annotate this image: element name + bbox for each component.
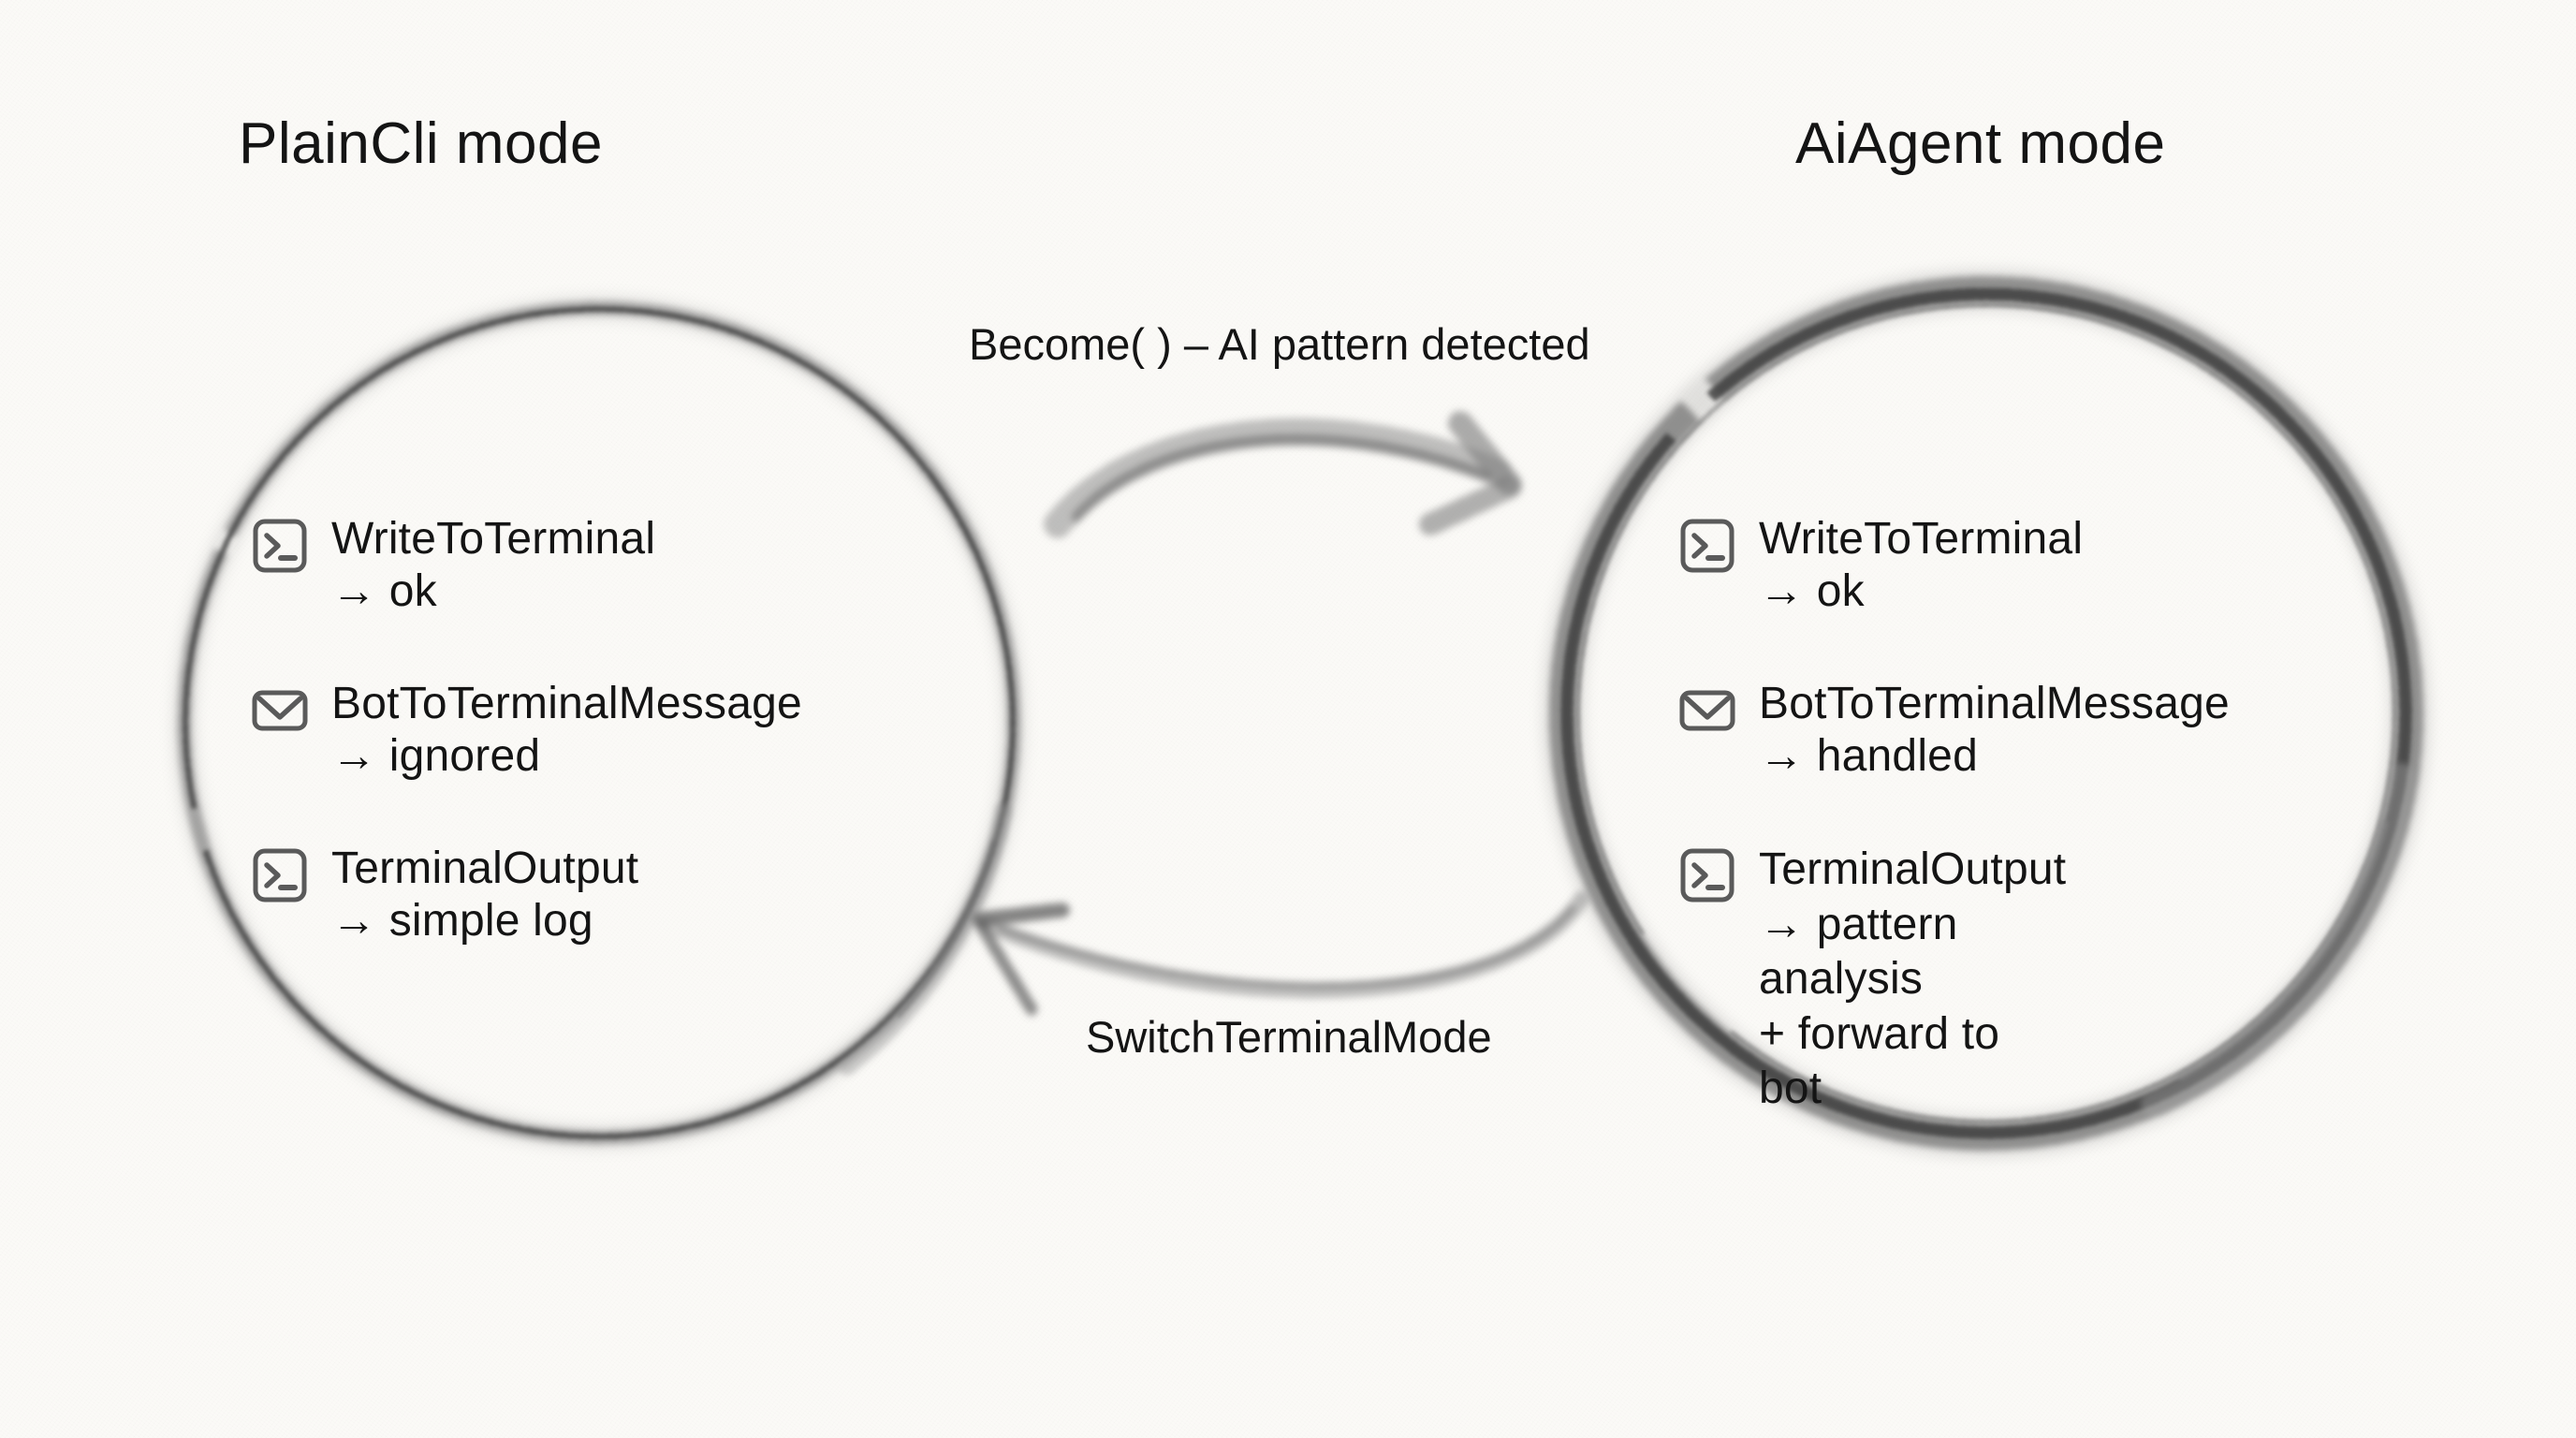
switchterminalmode-arrow-label: SwitchTerminalMode [1086,1012,1492,1062]
terminal-icon [251,517,309,575]
terminal-icon [1678,517,1736,575]
list-item: BotToTerminalMessage → handled [1678,678,2230,782]
become-arrow-label: Become( ) – AI pattern detected [969,319,1590,369]
list-item: TerminalOutput → simple log [251,843,638,946]
terminal-icon [1678,846,1736,904]
envelope-icon [1678,682,1736,740]
become-arrow [1044,411,1522,538]
list-item: WriteToTerminal → ok [1678,513,2083,617]
page-title-plaincli: PlainCli mode [239,111,604,176]
list-item-label: WriteToTerminal → ok [331,514,656,616]
terminal-icon [251,846,309,904]
page-title-aiagent: AiAgent mode [1795,111,2166,176]
list-item: WriteToTerminal → ok [251,513,655,617]
list-item-label: TerminalOutput → pattern analysis + forw… [1759,844,2067,1114]
list-item-label: BotToTerminalMessage → handled [1759,679,2230,781]
switchterminalmode-arrow [972,890,1590,1016]
list-item: BotToTerminalMessage → ignored [251,678,802,782]
plaincli-circle [172,296,1026,1150]
list-item-label: TerminalOutput → simple log [331,844,639,946]
list-item: TerminalOutput → pattern analysis + forw… [1678,843,2066,1117]
aiagent-circle [1542,269,2431,1158]
list-item-label: WriteToTerminal → ok [1759,514,2084,616]
list-item-label: BotToTerminalMessage → ignored [331,679,802,781]
envelope-icon [251,682,309,740]
